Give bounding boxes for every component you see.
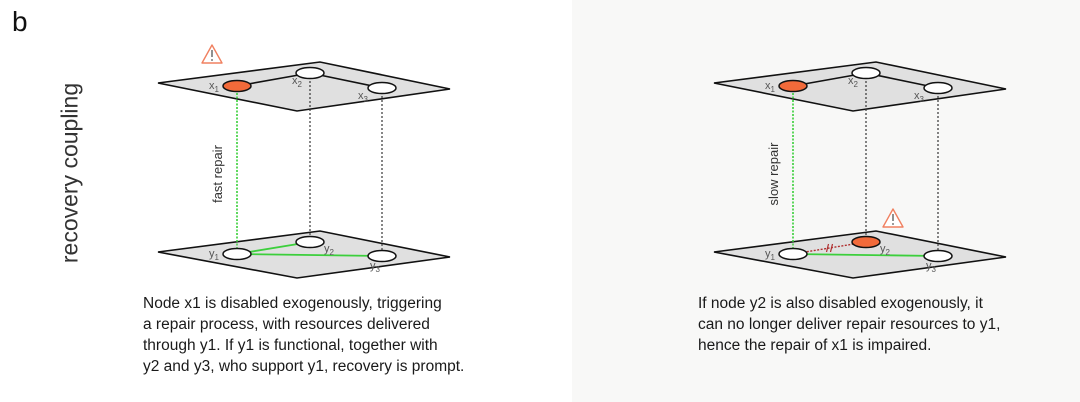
label-y1-sub: 1 <box>215 253 220 262</box>
label-x1: x1 <box>765 80 776 94</box>
caption-line: through y1. If y1 is functional, togethe… <box>143 337 438 354</box>
node-y2 <box>851 235 881 249</box>
node-x3 <box>923 81 953 95</box>
caption-line: Node x1 is disabled exogenously, trigger… <box>143 295 442 312</box>
caption-line: hence the repair of x1 is impaired. <box>698 337 932 354</box>
label-x2: x2 <box>292 75 303 89</box>
label-y2-sub: 2 <box>330 248 335 257</box>
node-x2 <box>295 66 325 80</box>
label-x1: x1 <box>209 80 220 94</box>
warning-icon <box>201 44 223 64</box>
node-y1 <box>222 247 252 261</box>
label-x3-sub: 3 <box>920 95 925 104</box>
label-y3-sub: 3 <box>932 265 937 274</box>
label-y1: y1 <box>765 248 776 262</box>
repair-speed-label: slow repair <box>766 142 781 206</box>
label-x2-sub: 2 <box>854 80 859 89</box>
node-y2 <box>295 235 325 249</box>
node-y3 <box>923 249 953 263</box>
label-y1: y1 <box>209 248 220 262</box>
node-x2 <box>851 66 881 80</box>
caption-line: y2 and y3, who support y1, recovery is p… <box>143 358 465 375</box>
break-mark <box>825 243 830 253</box>
label-y2-sub: 2 <box>886 248 891 257</box>
node-y3 <box>367 249 397 263</box>
panel-label: b <box>12 6 28 37</box>
node-x1 <box>778 79 808 93</box>
caption-line: can no longer deliver repair resources t… <box>698 316 1001 333</box>
warning-icon <box>882 208 904 228</box>
break-mark <box>829 243 834 253</box>
caption-line: If node y2 is also disabled exogenously,… <box>698 295 983 312</box>
top-layer-plane <box>157 61 451 112</box>
caption-line: a repair process, with resources deliver… <box>143 316 430 333</box>
label-x3: x3 <box>914 90 925 104</box>
label-x1-sub: 1 <box>771 85 776 94</box>
label-y3-sub: 3 <box>376 265 381 274</box>
node-y1 <box>778 247 808 261</box>
warning-dot <box>211 59 213 61</box>
label-x2-sub: 2 <box>298 80 303 89</box>
label-y2: y2 <box>880 243 891 257</box>
label-y2: y2 <box>324 243 335 257</box>
right-caption: If node y2 is also disabled exogenously,… <box>698 293 1000 356</box>
support-link-y1-y3 <box>236 253 383 257</box>
label-y1-sub: 1 <box>771 253 776 262</box>
label-x1-sub: 1 <box>215 85 220 94</box>
right-panel-background <box>572 0 1080 402</box>
label-y3: y3 <box>926 260 937 274</box>
label-x3: x3 <box>358 90 369 104</box>
node-x1 <box>222 79 252 93</box>
left-caption: Node x1 is disabled exogenously, trigger… <box>143 293 464 377</box>
label-x2: x2 <box>848 75 859 89</box>
label-y3: y3 <box>370 260 381 274</box>
support-link-y1-y3 <box>792 253 939 257</box>
label-x3-sub: 3 <box>364 95 369 104</box>
warning-dot <box>892 223 894 225</box>
node-x3 <box>367 81 397 95</box>
top-layer-plane <box>713 61 1007 112</box>
repair-speed-label: fast repair <box>210 144 225 202</box>
